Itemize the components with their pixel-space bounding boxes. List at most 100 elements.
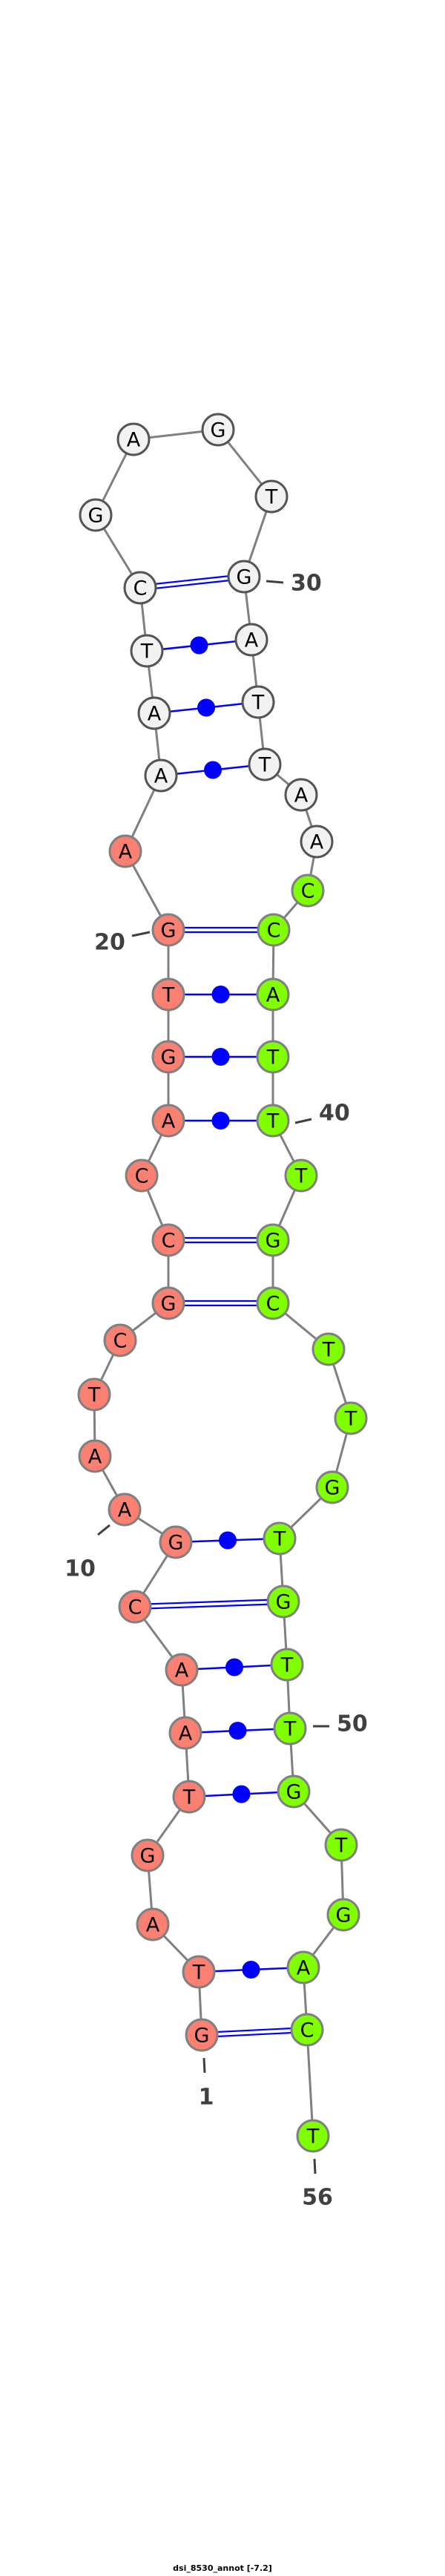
nucleotide-letter: G [88,505,104,528]
nucleotide-letter: T [265,486,278,509]
nucleotide-circle [315,1470,349,1504]
nucleotide-letter: T [344,1408,357,1431]
base-pair-line [201,2031,308,2039]
nucleotide-circle [291,874,325,908]
nucleotide-circle [168,1716,202,1750]
nucleotide-letter: G [161,920,177,943]
nucleotide-letter: T [258,754,271,777]
nucleotide-letter: G [168,1532,184,1555]
nucleotide-circle [256,1104,290,1138]
nucleotide-letter: A [127,429,141,452]
nucleotide-letter: A [297,1957,311,1980]
nucleotide-circle [256,1040,290,1074]
nucleotide-letter: T [273,1528,286,1551]
position-label: 56 [302,2185,333,2211]
backbone-segment [306,2029,314,2137]
position-label: 1 [199,2085,214,2111]
nucleotide-letter: C [266,1293,280,1316]
nucleotide-letter: T [283,1718,297,1741]
nucleotide-letter: G [237,566,252,589]
nucleotide-circle [151,1286,185,1320]
base-pair-line [134,1602,284,1610]
nucleotide-circle [248,747,282,781]
nucleotide-letter: A [119,841,133,864]
nucleotide-letter: A [88,1446,102,1469]
position-label: 50 [337,1711,368,1737]
nucleotide-letter: T [322,1339,335,1362]
nucleotide-letter: A [310,831,324,854]
nucleotide-circle [123,571,157,605]
nucleotide-circle [257,913,291,947]
position-tick [294,1118,312,1124]
nucleotide-circle [131,1838,165,1872]
nucleotide-letter: C [135,1165,149,1188]
position-tick [97,1524,111,1536]
position-label: 20 [94,930,125,956]
nucleotide-circle [79,498,113,532]
wobble-pair-dot [228,1722,247,1740]
wobble-pair-dot [232,1785,251,1803]
nucleotide-circle [136,1907,170,1941]
nucleotide-letter: G [286,1781,302,1804]
nucleotide-circle [151,977,185,1012]
nucleotide-circle [312,1332,346,1366]
nucleotide-circle [273,1711,307,1746]
nucleotide-letter: G [276,1591,291,1614]
base-pair-line [201,2026,308,2034]
base-pair-line [139,577,245,591]
nucleotide-letter: T [294,1165,308,1188]
nucleotide-circle [144,758,178,793]
nucleotide-letter: C [162,1230,176,1253]
nucleotide-circle [334,1401,368,1435]
wobble-pair-dot [204,761,222,779]
nucleotide-circle [256,1286,290,1320]
wobble-pair-dot [225,1658,243,1677]
nucleotide-letter: C [113,1330,128,1353]
nucleotide-circle [296,2119,330,2153]
wobble-pair-dot [190,636,208,655]
wobble-pair-dot [211,1048,230,1066]
nucleotide-circle [263,1521,297,1556]
nucleotide-circle [151,1104,185,1138]
wobble-pair-dot [211,986,230,1003]
wobble-pair-dot [197,698,215,717]
nucleotide-circle [151,1223,185,1257]
nucleotide-circle [130,634,164,668]
nucleotide-letter: A [266,984,280,1007]
nucleotide-circle [254,479,289,514]
nucleotide-circle [165,1653,199,1687]
nucleotide-letter: T [266,1110,280,1133]
nucleotide-letter: A [162,1110,176,1133]
position-label: 40 [319,1101,350,1127]
nucleotide-circle [284,778,318,812]
nucleotide-letter: G [161,1046,177,1069]
nucleotide-circle [151,1040,185,1074]
nucleotide-circle [108,1492,142,1527]
nucleotide-letter: A [148,703,162,726]
nucleotide-circle [77,1377,111,1412]
nucleotide-circle [201,413,235,447]
position-tick [131,931,151,937]
wobble-pair-dot [211,1112,230,1130]
nucleotide-letter: G [336,1904,352,1927]
nucleotide-letter: A [294,784,309,807]
nucleotide-circle [103,1323,137,1357]
nucleotide-letter: G [161,1293,177,1316]
nucleotide-letter: T [162,984,175,1007]
nucleotide-circle [172,1780,206,1814]
position-tick [313,2158,317,2174]
nucleotide-letter: T [192,1962,205,1985]
nucleotide-circle [324,1828,358,1862]
nucleotide-letter: A [154,765,168,788]
nucleotide-letter: T [182,1786,196,1809]
diagram-title: dsi_8530_annot [-7.2] [173,2563,272,2573]
position-tick [266,580,284,584]
nucleotide-letter: C [128,1596,142,1619]
nucleotide-circle [266,1584,300,1619]
nucleotide-letter: G [325,1477,340,1500]
wobble-pair-dot [242,1961,260,1979]
nucleotide-circle [277,1774,311,1809]
position-label: 30 [291,571,322,597]
